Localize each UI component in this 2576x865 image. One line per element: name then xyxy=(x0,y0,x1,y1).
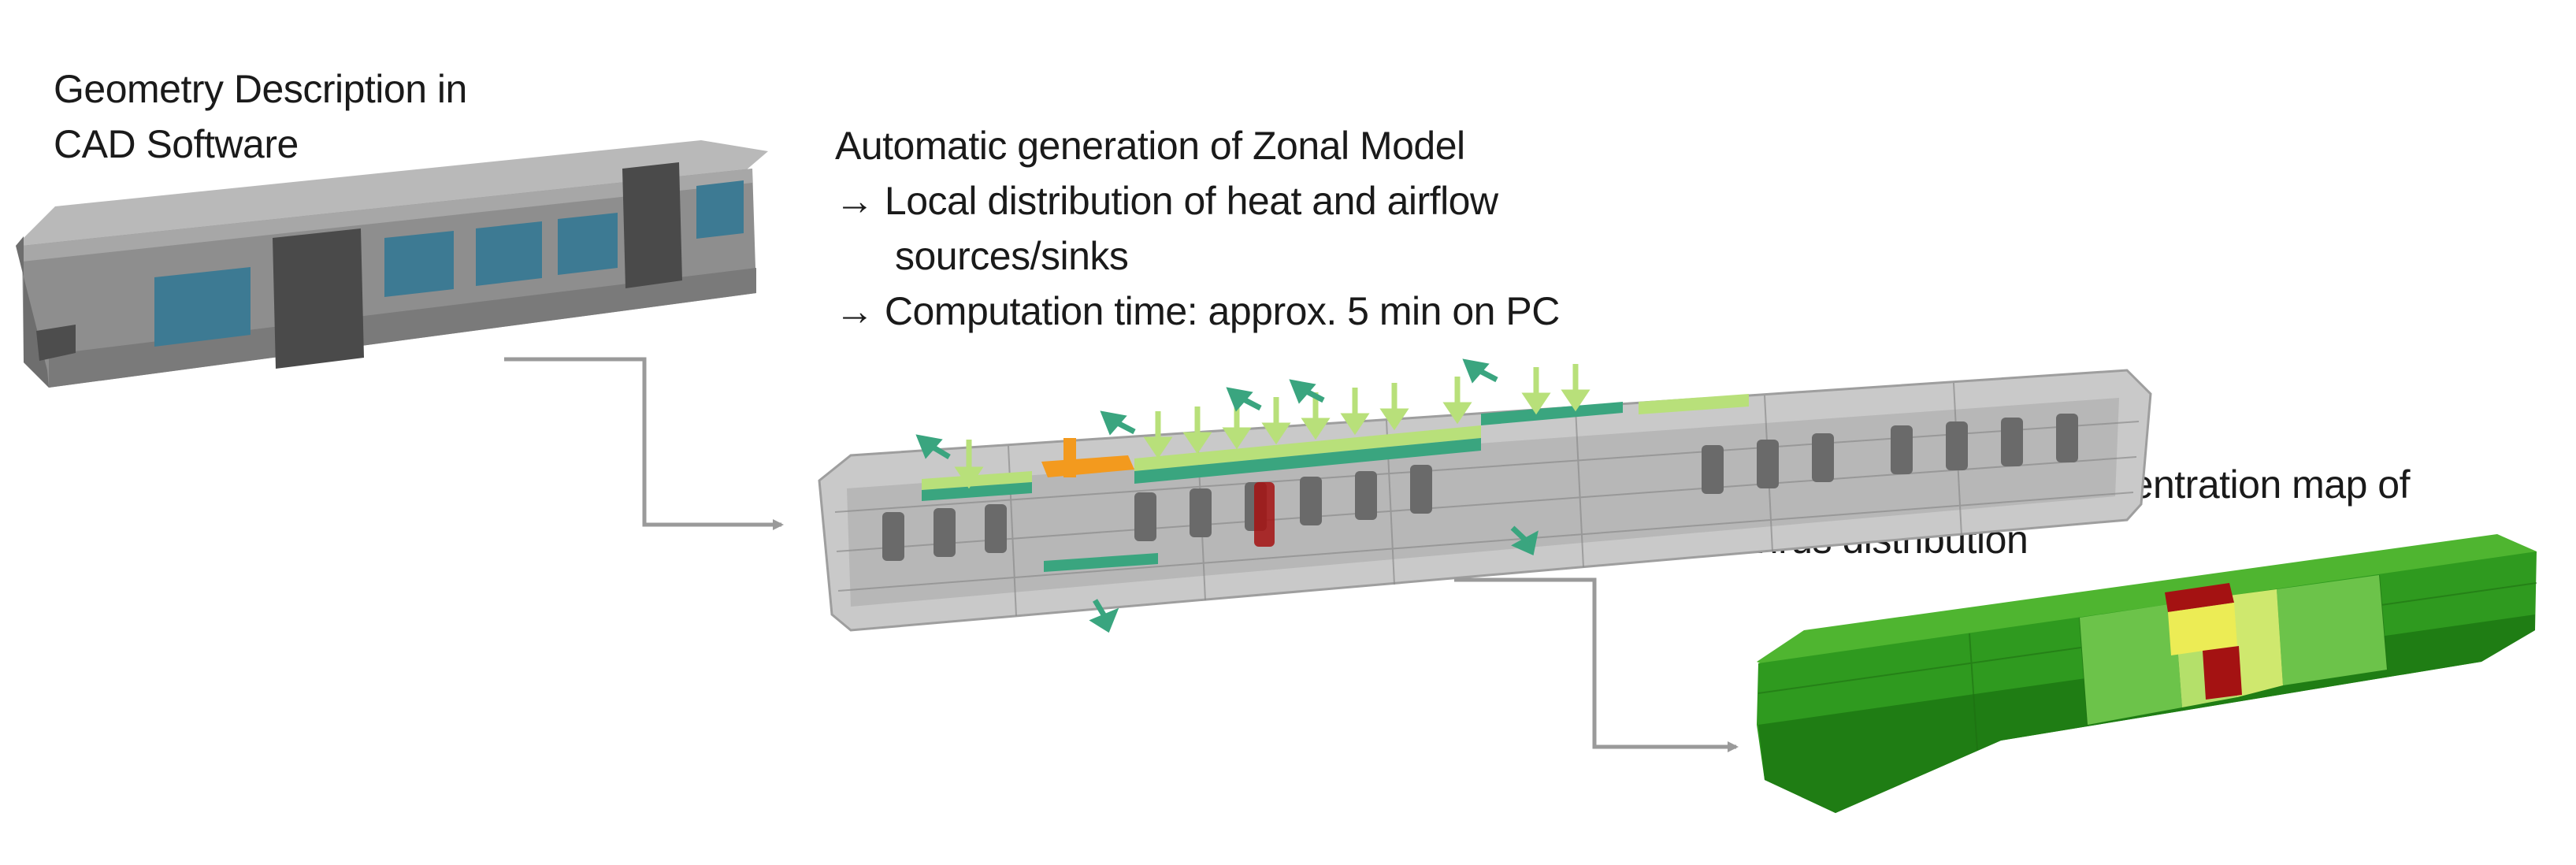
cad-car-front-vent xyxy=(36,325,76,361)
duct-band-2 xyxy=(1134,425,1481,471)
connector-2 xyxy=(1454,577,1739,752)
heat-source xyxy=(1254,482,1275,547)
hotspot-bottom xyxy=(2203,646,2242,700)
cad-car-roof xyxy=(16,140,768,246)
hotspot-yellow xyxy=(2168,603,2237,655)
cad-door-2 xyxy=(622,162,682,288)
hotspot-top xyxy=(2165,583,2234,612)
cad-door-1 xyxy=(273,228,364,369)
step2-bullet1-line1: → Local distribution of heat and airflow xyxy=(835,179,1498,223)
cad-window-1 xyxy=(154,267,251,347)
result-zone-light-2 xyxy=(2277,575,2387,685)
step1-caption: Geometry Description in CAD Software xyxy=(54,61,467,172)
cad-window-4 xyxy=(558,213,618,275)
duct-band-6 xyxy=(922,482,1032,501)
central-hvac-stack xyxy=(1063,438,1076,477)
zonal-grid xyxy=(834,382,2140,617)
cad-window-5 xyxy=(696,180,744,239)
cad-car-band xyxy=(22,169,752,262)
step2-bullet1-line2: sources/sinks xyxy=(895,234,1129,278)
duct-band-4 xyxy=(1481,402,1623,425)
step1-title-line2: CAD Software xyxy=(54,122,299,166)
result-map xyxy=(1757,534,2537,813)
cad-window-2 xyxy=(384,231,454,297)
floor-band xyxy=(1044,553,1158,572)
duct-band-3 xyxy=(1134,438,1481,484)
outflow-arrows xyxy=(915,358,1539,633)
result-zone-lime-2 xyxy=(2229,589,2283,697)
step1-title-line1: Geometry Description in xyxy=(54,67,467,111)
step2-caption: Automatic generation of Zonal Model → Lo… xyxy=(835,118,1560,339)
result-zone-light-1 xyxy=(2080,603,2182,725)
cad-train-car xyxy=(16,140,768,388)
step2-bullet2: → Computation time: approx. 5 min on PC xyxy=(835,289,1560,333)
cad-window-3 xyxy=(476,221,542,286)
step2-title: Automatic generation of Zonal Model xyxy=(835,124,1465,168)
zonal-inner xyxy=(847,398,2119,607)
zonal-seats xyxy=(882,414,2078,561)
duct-band-1 xyxy=(922,471,1032,490)
cad-car-skirt xyxy=(49,268,756,388)
inflow-arrows xyxy=(954,364,1591,489)
duct-band-5 xyxy=(1639,394,1749,414)
connector-1 xyxy=(504,357,784,530)
zonal-model xyxy=(818,358,2152,633)
